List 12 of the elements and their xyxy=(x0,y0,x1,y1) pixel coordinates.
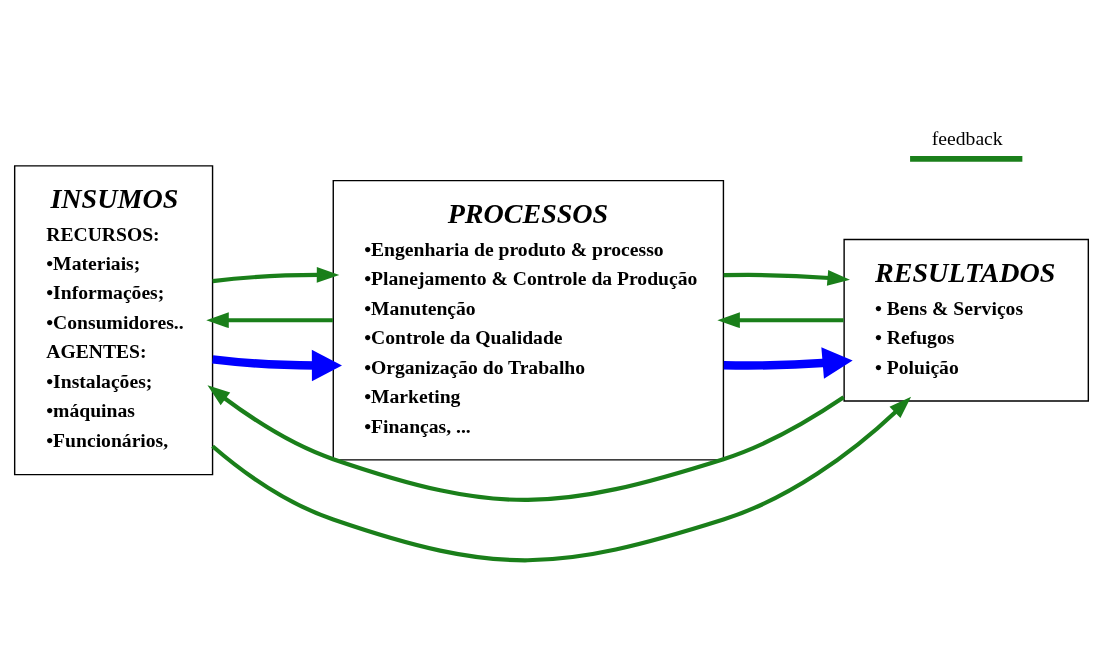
arrow xyxy=(212,349,342,381)
arrow xyxy=(212,266,340,283)
node-box: RESULTADOS • Bens & Serviços • Refugos • Poluição xyxy=(843,238,1090,402)
node-box: INSUMOS RECURSOS: •Materiais; •Informações; •Consumidores.. AGENTES: •Instalações; •máquinas •Funcionários, xyxy=(13,164,214,475)
arrow xyxy=(723,346,853,379)
arrow xyxy=(206,311,333,328)
arrow xyxy=(211,396,912,562)
node-box: PROCESSOS •Engenharia de produto & processo •Planejamento & Controle da Produção •Manutenção •Controle da Qualidade •Organização do Trabalho •Marketing •Finanças, ... xyxy=(332,179,725,461)
arrow xyxy=(207,384,845,502)
legend-label: feedback xyxy=(931,126,1003,149)
arrow xyxy=(723,269,850,286)
arrow xyxy=(717,311,844,328)
